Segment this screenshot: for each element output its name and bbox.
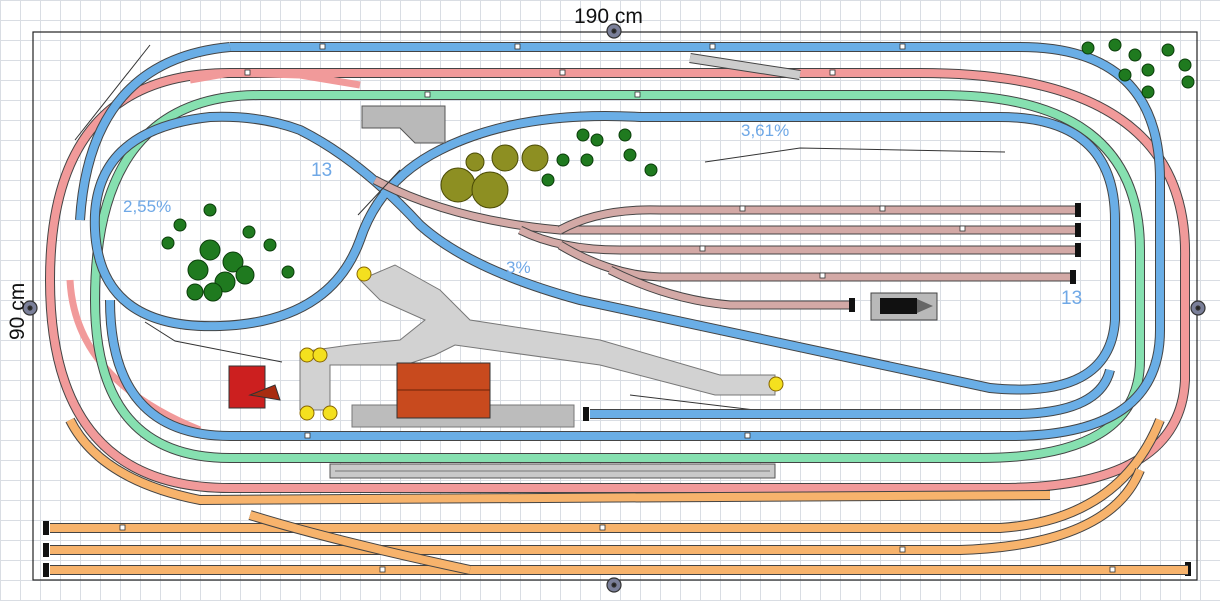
trees-dark (161, 38, 1195, 302)
gray-shed (361, 105, 446, 144)
grade-annotation-center: 3% (506, 258, 531, 277)
trestle-lines (74, 44, 401, 216)
height-dimension-label: 90 cm (6, 282, 29, 340)
red-house (228, 365, 266, 409)
buildings (228, 105, 938, 419)
dimension-handles[interactable] (22, 23, 1206, 593)
track-green-loop[interactable] (89, 90, 1145, 463)
road-end-markers (299, 266, 784, 421)
grade-annotation-left: 2,55% (123, 197, 172, 216)
radius-annotation-left: 13 (311, 160, 333, 181)
track-red-loop[interactable] (44, 68, 1191, 493)
grade-annotation-upper-right: 3,61% (741, 121, 790, 140)
track-mauve-yard[interactable] (372, 176, 1075, 310)
track-orange-fiddle-yard[interactable] (50, 417, 1188, 575)
track-markers (119, 43, 1116, 573)
width-dimension-label: 190 cm (574, 5, 643, 28)
radius-annotation-right: 13 (1061, 288, 1083, 309)
station-platform (329, 463, 776, 479)
trees-olive (440, 144, 549, 209)
